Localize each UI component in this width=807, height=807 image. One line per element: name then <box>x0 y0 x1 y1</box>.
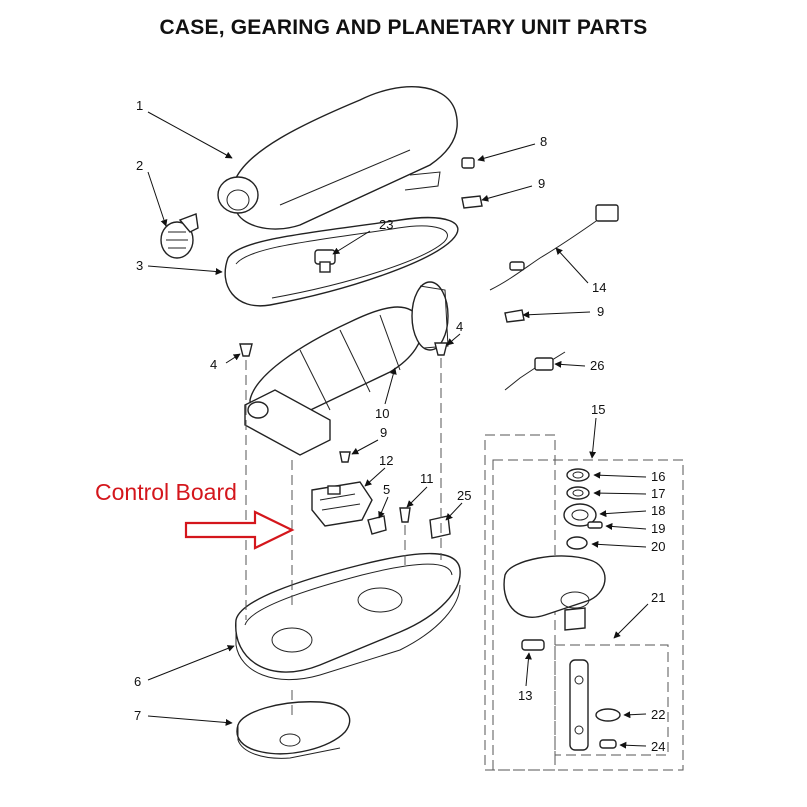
callout-4-left: 4 <box>210 357 217 372</box>
part-8-screw <box>461 157 475 169</box>
callout-9-lower: 9 <box>380 425 387 440</box>
callout-numbers: 1 2 3 4 4 5 6 7 8 9 9 9 10 11 12 13 14 1… <box>134 98 665 754</box>
part-speed-knob <box>160 213 199 259</box>
part-7-planetary-plate <box>236 701 351 759</box>
callout-5: 5 <box>383 482 390 497</box>
callout-4-right: 4 <box>456 319 463 334</box>
callout-18: 18 <box>651 503 665 518</box>
assembly-guide-lines <box>245 358 442 720</box>
part-motor <box>244 281 449 456</box>
callout-9-right: 9 <box>597 304 604 319</box>
part-9-screw-right <box>504 309 525 323</box>
part-6-gear-case <box>235 552 461 681</box>
callout-6: 6 <box>134 674 141 689</box>
callout-11: 11 <box>420 471 434 486</box>
part-23-screw <box>314 249 336 273</box>
part-4-screw-right <box>434 342 448 356</box>
callout-23: 23 <box>379 217 393 232</box>
callout-16: 16 <box>651 469 665 484</box>
callout-24: 24 <box>651 739 665 754</box>
part-9-screw-upper <box>461 195 483 209</box>
callout-25: 25 <box>457 488 471 503</box>
callout-14: 14 <box>592 280 606 295</box>
control-board-label: Control Board <box>95 479 237 505</box>
part-gasket <box>224 216 459 307</box>
callout-3: 3 <box>136 258 143 273</box>
callout-22: 22 <box>651 707 665 722</box>
callout-12: 12 <box>379 453 393 468</box>
callout-8: 8 <box>540 134 547 149</box>
part-14-power-cord <box>489 204 619 291</box>
callout-21: 21 <box>651 590 665 605</box>
part-motor-housing <box>217 86 458 230</box>
callout-2: 2 <box>136 158 143 173</box>
callout-13: 13 <box>518 688 532 703</box>
callout-15: 15 <box>591 402 605 417</box>
callout-9-upper: 9 <box>538 176 545 191</box>
part-11-screw <box>399 507 411 523</box>
callout-10: 10 <box>375 406 389 421</box>
leader-lines <box>147 111 649 749</box>
control-board-annotation: Control Board <box>95 479 295 550</box>
diagram-title: CASE, GEARING AND PLANETARY UNIT PARTS <box>159 16 648 39</box>
part-5-bracket <box>367 515 387 535</box>
planetary-unit-group <box>484 434 684 771</box>
part-9-screw-lower <box>339 451 351 463</box>
callout-20: 20 <box>651 539 665 554</box>
callout-19: 19 <box>651 521 665 536</box>
part-25-cover <box>429 515 451 539</box>
callout-26: 26 <box>590 358 604 373</box>
part-26-switch <box>504 351 566 391</box>
callout-7: 7 <box>134 708 141 723</box>
part-12-control-board <box>311 481 373 527</box>
callout-1: 1 <box>136 98 143 113</box>
part-4-screw-left <box>239 343 253 357</box>
callout-17: 17 <box>651 486 665 501</box>
